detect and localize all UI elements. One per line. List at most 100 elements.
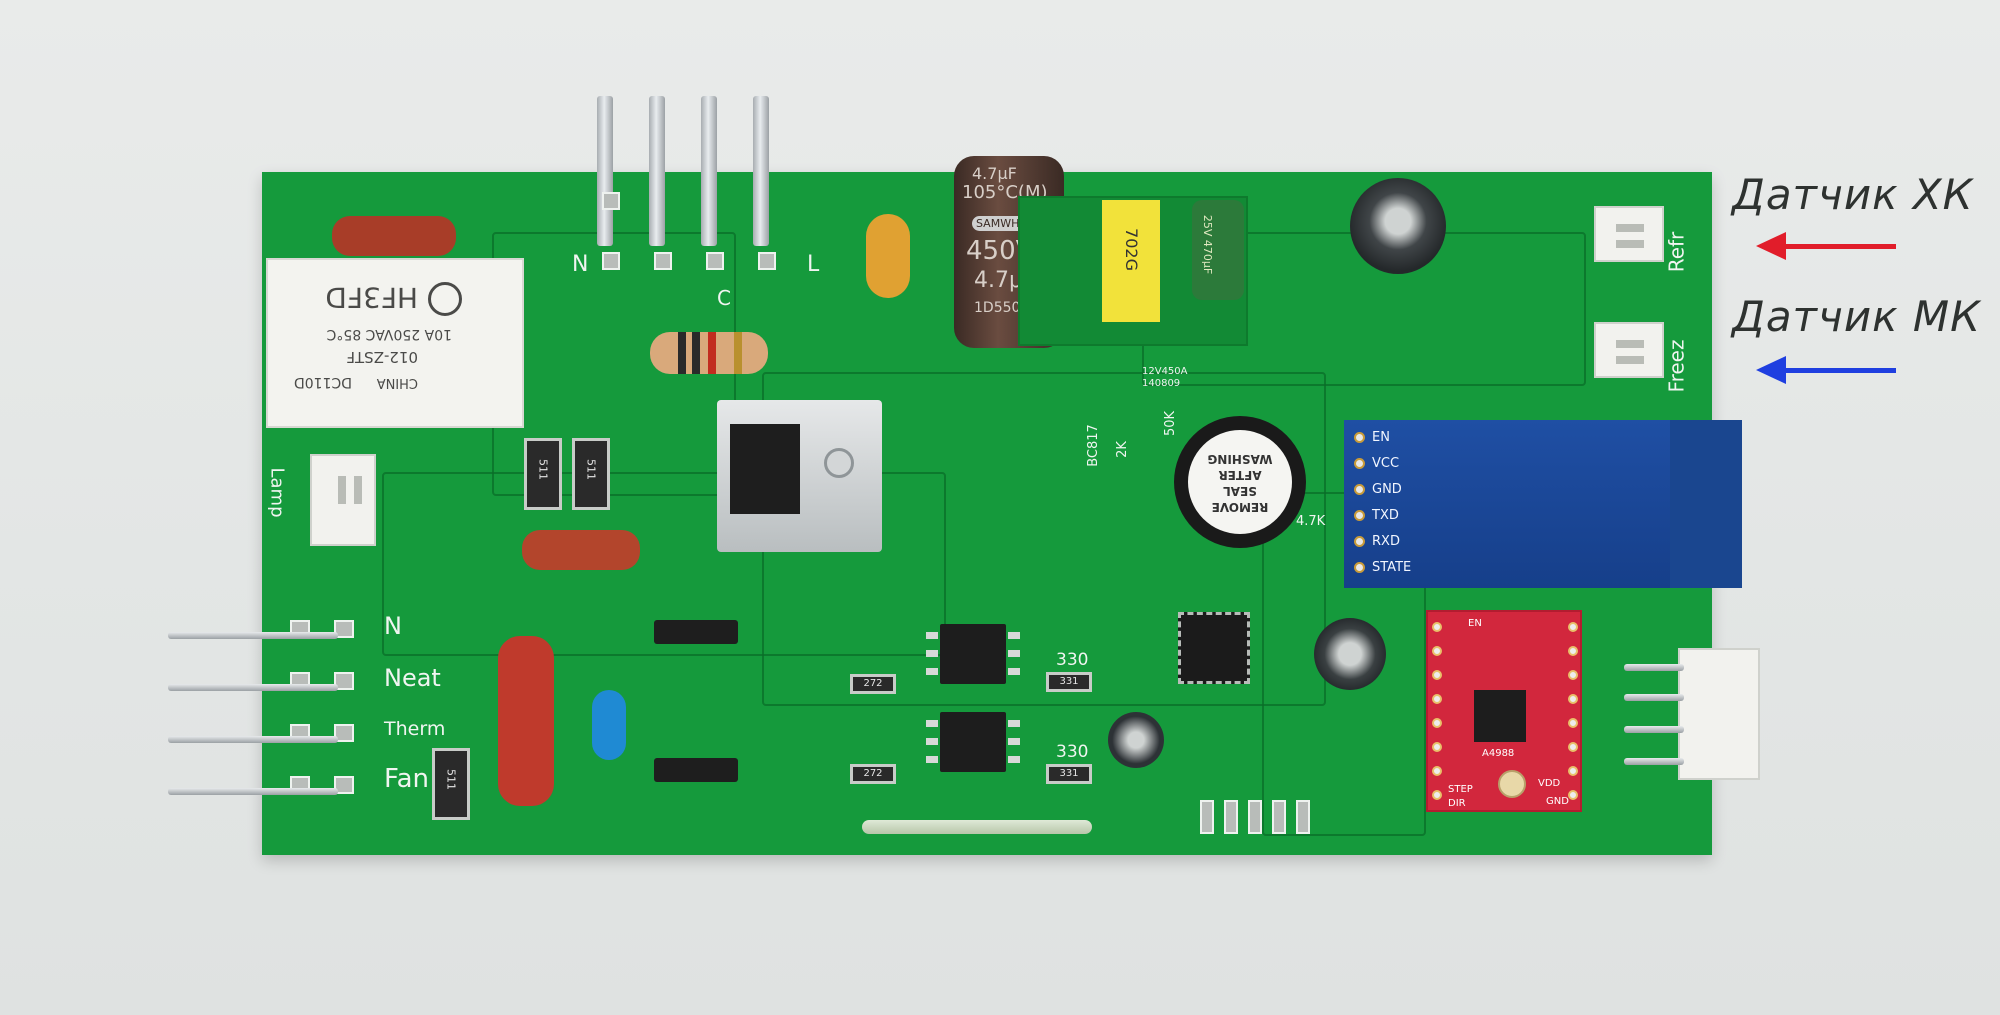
connector-pad bbox=[334, 620, 354, 638]
driver-chip bbox=[1474, 690, 1526, 742]
sensor-connector-freez[interactable] bbox=[1594, 322, 1664, 378]
reed-switch bbox=[862, 820, 1092, 834]
relay-origin: CHINA bbox=[376, 375, 418, 390]
relay-rating: 10A 250VAC 85°C bbox=[326, 326, 452, 342]
smd-resistor-331: 331 bbox=[1046, 672, 1092, 692]
to92-transistor bbox=[654, 758, 738, 782]
to92-transistor bbox=[654, 620, 738, 644]
annotation-refr-sensor: Датчик ХК bbox=[1732, 170, 1974, 219]
motor-connector[interactable] bbox=[1678, 648, 1760, 780]
heatsink-screw bbox=[824, 448, 854, 478]
connector-pin bbox=[168, 788, 338, 795]
bt-pin: EN bbox=[1354, 428, 1454, 448]
driver-label: EN bbox=[1468, 618, 1482, 629]
edge-pad bbox=[1224, 800, 1238, 834]
driver-pin bbox=[1568, 622, 1578, 632]
connector-pin bbox=[168, 632, 338, 639]
electrolytic-capacitor bbox=[1350, 178, 1446, 274]
transformer-code: 702G bbox=[1121, 228, 1141, 271]
driver-pin bbox=[1568, 646, 1578, 656]
cap-brand: SAMWHA bbox=[972, 216, 1031, 231]
label-fan: Fan bbox=[384, 764, 429, 794]
label-c: C bbox=[717, 286, 731, 310]
bluetooth-module: EN VCC GND TXD RXD STATE bbox=[1344, 420, 1742, 588]
connector-pad bbox=[334, 776, 354, 794]
arrow-refr bbox=[1780, 244, 1896, 249]
arrow-freez-head-icon bbox=[1756, 356, 1786, 384]
film-capacitor bbox=[522, 530, 640, 570]
bt-pin: VCC bbox=[1354, 454, 1454, 474]
stepper-driver-module: A4988 EN STEP DIR VDD GND bbox=[1426, 610, 1582, 812]
sticker-text: AFTER bbox=[1218, 468, 1262, 482]
edge-pad bbox=[1248, 800, 1262, 834]
connector-pin bbox=[1624, 726, 1684, 733]
small-capacitor bbox=[1108, 712, 1164, 768]
driver-pin bbox=[1568, 766, 1578, 776]
smd-code: 272 bbox=[863, 678, 883, 689]
arrow-freez bbox=[1780, 368, 1896, 373]
label-l: L bbox=[807, 252, 820, 277]
label-330-top: 330 bbox=[1056, 650, 1089, 670]
driver-pin bbox=[1568, 718, 1578, 728]
driver-pin bbox=[1432, 694, 1442, 704]
label-330-bottom: 330 bbox=[1056, 742, 1089, 762]
ic-pin bbox=[1008, 632, 1020, 639]
relay-model: HF3FD bbox=[325, 281, 418, 314]
sticker-text: WASHING bbox=[1207, 452, 1273, 466]
ic-pin bbox=[926, 668, 938, 675]
smd-code: 511 bbox=[536, 459, 550, 480]
smd-resistor-511: 511 bbox=[572, 438, 610, 510]
relay-capacitor bbox=[332, 216, 456, 256]
bt-pin: STATE bbox=[1354, 558, 1454, 578]
ic-pin bbox=[926, 738, 938, 745]
driver-pin bbox=[1568, 670, 1578, 680]
sticker-text: SEAL bbox=[1223, 484, 1257, 498]
blue-ceramic-capacitor bbox=[592, 690, 626, 760]
smd-code: 272 bbox=[863, 768, 883, 779]
sticker-text: REMOVE bbox=[1211, 500, 1269, 514]
bt-pin-label: GND bbox=[1372, 482, 1402, 497]
edge-pad bbox=[1272, 800, 1286, 834]
hongfa-logo-icon bbox=[428, 282, 462, 316]
green-capacitor: 25V 470μF bbox=[1192, 200, 1244, 300]
relay-part: 012-ZSTF bbox=[346, 348, 418, 366]
electrolytic-capacitor bbox=[1314, 618, 1386, 690]
label-n-left: N bbox=[384, 612, 402, 640]
connector-pad bbox=[334, 672, 354, 690]
smd-resistor-272: 272 bbox=[850, 764, 896, 784]
driver-pin bbox=[1568, 742, 1578, 752]
terminal-pad bbox=[758, 252, 776, 270]
trimpot bbox=[1498, 770, 1526, 798]
bt-pin: RXD bbox=[1354, 532, 1454, 552]
spade-terminal bbox=[701, 96, 717, 246]
label-therm: Therm bbox=[384, 718, 446, 740]
microcontroller bbox=[1178, 612, 1250, 684]
annotation-freez-sensor: Датчик МК bbox=[1732, 292, 1981, 341]
arrow-refr-head-icon bbox=[1756, 232, 1786, 260]
driver-label: STEP bbox=[1448, 784, 1473, 795]
driver-chip-label: A4988 bbox=[1482, 748, 1515, 759]
antenna-area bbox=[1670, 420, 1742, 588]
terminal-pad bbox=[654, 252, 672, 270]
label-2k: 2K bbox=[1114, 441, 1130, 458]
driver-pin bbox=[1432, 742, 1442, 752]
ic-pin bbox=[1008, 650, 1020, 657]
lamp-connector[interactable] bbox=[310, 454, 376, 546]
driver-label: GND bbox=[1546, 796, 1569, 807]
sensor-connector-refr[interactable] bbox=[1594, 206, 1664, 262]
label-neat: Neat bbox=[384, 664, 441, 692]
relay-code: DC110D bbox=[293, 374, 352, 390]
psu-text: 12V450A bbox=[1142, 366, 1188, 377]
driver-pin bbox=[1568, 790, 1578, 800]
connector-pin bbox=[168, 684, 338, 691]
psu-text: 140809 bbox=[1142, 378, 1181, 389]
driver-pin bbox=[1432, 646, 1442, 656]
smd-code: 511 bbox=[584, 459, 598, 480]
smd-code: 331 bbox=[1059, 676, 1079, 687]
connector-pin bbox=[1624, 758, 1684, 765]
bt-pin-label: EN bbox=[1372, 430, 1390, 445]
bt-pin-label: RXD bbox=[1372, 534, 1400, 549]
cap-text: 25V 470μF bbox=[1201, 214, 1215, 275]
terminal-pad bbox=[602, 252, 620, 270]
connector-pad bbox=[334, 724, 354, 742]
